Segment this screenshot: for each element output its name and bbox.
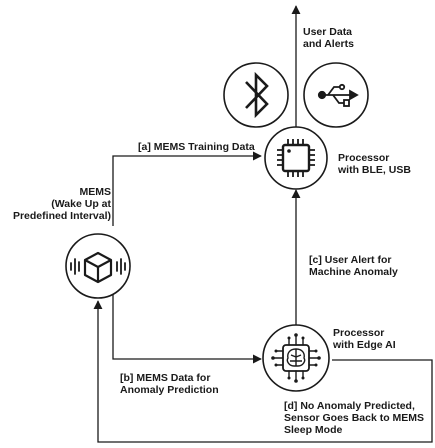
bluetooth-icon xyxy=(223,62,289,128)
edge-d-label: [d] No Anomaly Predicted, Sensor Goes Ba… xyxy=(284,400,425,436)
processor-ble-label: Processor with BLE, USB xyxy=(338,152,411,176)
edge-a-label: [a] MEMS Training Data xyxy=(138,141,255,153)
usb-icon xyxy=(303,62,369,128)
user-data-label: User Data and Alerts xyxy=(303,26,354,50)
arrow-back-to-sleep xyxy=(93,300,433,443)
user-data-line-2: and Alerts xyxy=(303,38,354,50)
ai-chip-icon xyxy=(262,324,330,392)
microchip-icon xyxy=(264,126,328,190)
mems-label: MEMS (Wake Up at Predefined Interval) xyxy=(12,186,111,222)
processor-ai-label: Processor with Edge AI xyxy=(333,327,396,351)
sensor-cube-icon xyxy=(65,233,131,299)
edge-b-label: [b] MEMS Data for Anomaly Prediction xyxy=(120,372,219,396)
user-data-line-1: User Data xyxy=(303,26,353,38)
arrow-mems-training-data xyxy=(112,151,262,226)
edge-c-label: [c] User Alert for Machine Anomaly xyxy=(309,254,398,278)
arrow-mems-prediction-data xyxy=(112,288,262,364)
